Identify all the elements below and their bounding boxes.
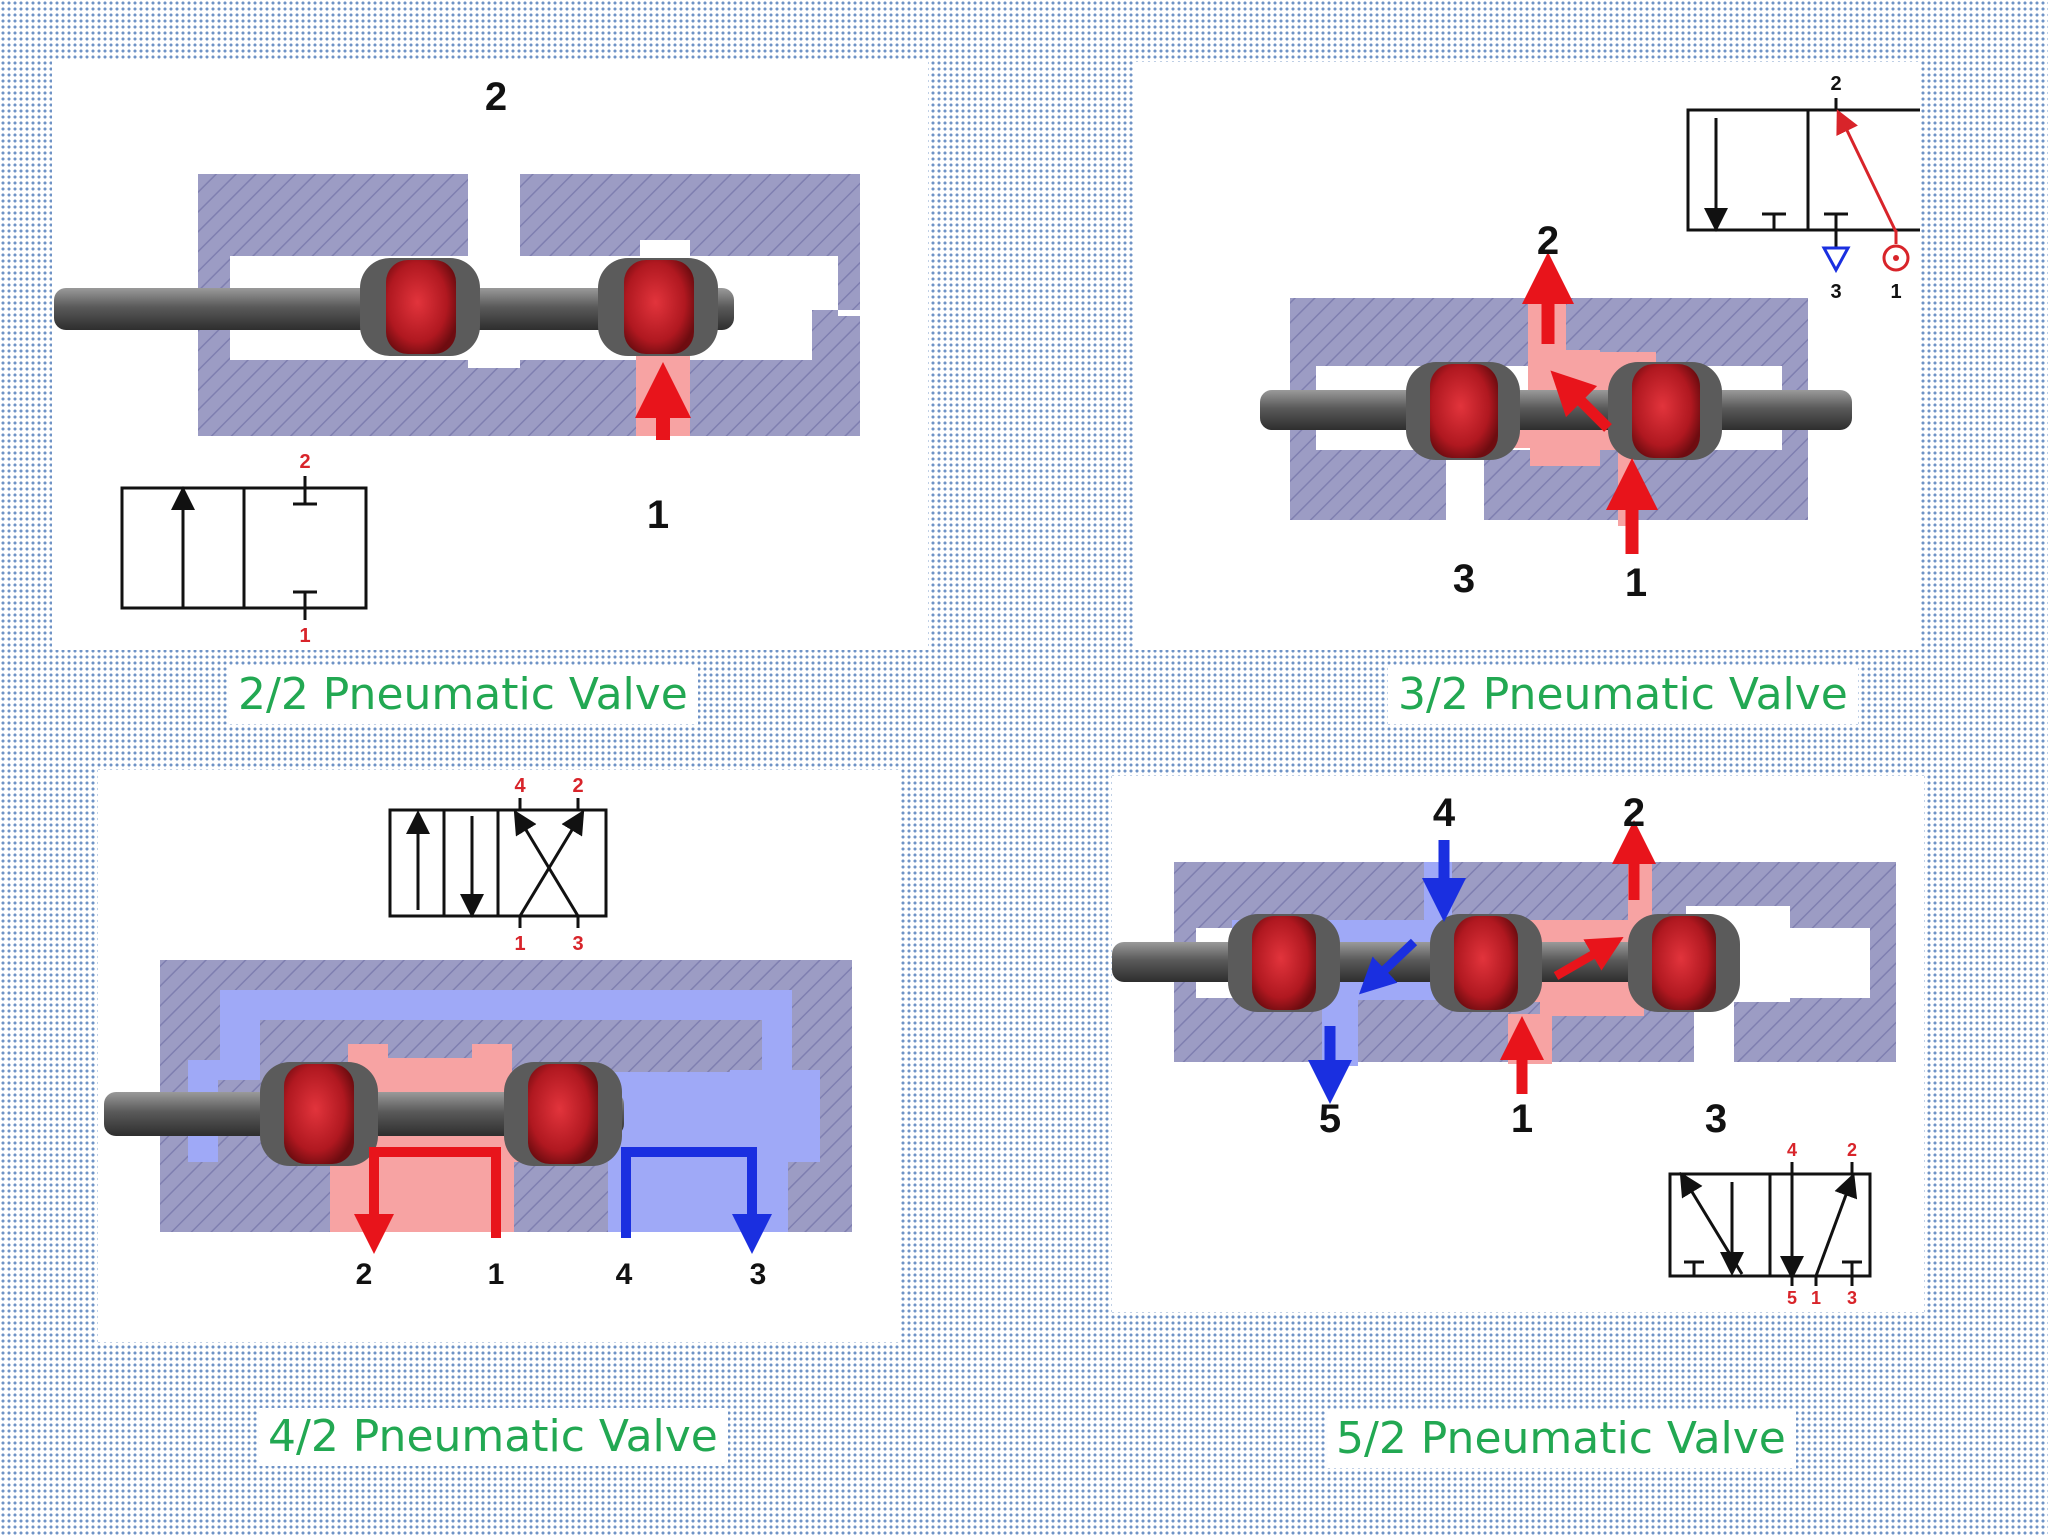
- exhaust-arrow: [621, 1147, 772, 1254]
- pressure-arrow: [1550, 370, 1612, 432]
- iso-symbol-5-2: [1668, 1162, 1872, 1286]
- symbol-port-label: 2: [1830, 73, 1841, 95]
- spool-land: [1628, 914, 1740, 1012]
- port-label: 3: [1453, 557, 1475, 601]
- port-label: 1: [1625, 561, 1647, 605]
- spool-land: [598, 258, 718, 356]
- port-label: 4: [616, 1258, 633, 1291]
- port-label: 2: [1537, 219, 1559, 263]
- panel-5-2-valve: 4 2 5 1 3 4 2 5 1 3: [1112, 776, 1924, 1312]
- pressure-arrow: [1553, 937, 1624, 980]
- spool-rod: [1260, 390, 1852, 430]
- port-label: 5: [1319, 1097, 1341, 1141]
- port-label: 1: [647, 493, 669, 537]
- panel-4-2-valve: 4 2 1 3 2 1 4 3: [98, 770, 900, 1342]
- port-label: 1: [488, 1258, 505, 1291]
- symbol-port-label: 2: [1847, 1140, 1857, 1160]
- exhaust-arrow: [1358, 938, 1418, 995]
- symbol-port-label: 1: [1890, 281, 1901, 303]
- symbol-port-label: 1: [514, 933, 525, 955]
- spool-land: [360, 258, 480, 356]
- port-label: 4: [1433, 791, 1456, 835]
- port-label: 2: [356, 1258, 373, 1291]
- iso-symbol-4-2: [388, 798, 608, 928]
- symbol-port-label: 5: [1787, 1288, 1797, 1308]
- port-label: 3: [750, 1258, 767, 1291]
- spool-land: [1228, 914, 1340, 1012]
- caption-3-2-valve: 3/2 Pneumatic Valve: [1388, 666, 1858, 724]
- valve-5-2-diagram: 4 2 5 1 3 4 2 5 1 3: [1112, 791, 1896, 1308]
- spool-land: [260, 1062, 378, 1166]
- port-label: 2: [1623, 791, 1645, 835]
- pressure-arrow: [354, 1147, 501, 1254]
- symbol-port-label: 3: [1847, 1288, 1857, 1308]
- panel-3-2-valve: 2 3 1 2 3 1: [1134, 62, 1920, 650]
- pressure-source-icon: [1882, 244, 1910, 272]
- iso-symbol-3-2: [1686, 98, 1920, 248]
- spool-land: [1406, 362, 1520, 460]
- spool-land: [1608, 362, 1722, 460]
- symbol-port-label: 2: [572, 775, 583, 797]
- port-label: 3: [1705, 1097, 1727, 1141]
- valve-2-2-diagram: 2 1 2 1: [54, 75, 860, 647]
- port-label: 1: [1511, 1097, 1533, 1141]
- symbol-port-label: 1: [299, 625, 310, 647]
- caption-5-2-valve: 5/2 Pneumatic Valve: [1326, 1410, 1796, 1468]
- panel-2-2-valve: 2 1 2 1: [52, 60, 928, 650]
- symbol-port-label: 4: [514, 775, 526, 797]
- valve-3-2-diagram: 2 3 1 2 3 1: [1260, 73, 1920, 605]
- iso-symbol-2-2: [120, 476, 368, 620]
- caption-2-2-valve: 2/2 Pneumatic Valve: [228, 666, 698, 724]
- symbol-port-label: 4: [1787, 1140, 1797, 1160]
- spool-land: [1430, 914, 1542, 1012]
- exhaust-icon: [1821, 246, 1851, 274]
- port-label: 2: [485, 75, 507, 119]
- symbol-port-label: 3: [1830, 281, 1841, 303]
- symbol-port-label: 1: [1811, 1288, 1821, 1308]
- valve-4-2-diagram: 4 2 1 3 2 1 4 3: [104, 775, 852, 1291]
- symbol-port-label: 3: [572, 933, 583, 955]
- symbol-port-label: 2: [299, 451, 310, 473]
- caption-4-2-valve: 4/2 Pneumatic Valve: [258, 1408, 728, 1466]
- spool-land: [504, 1062, 622, 1166]
